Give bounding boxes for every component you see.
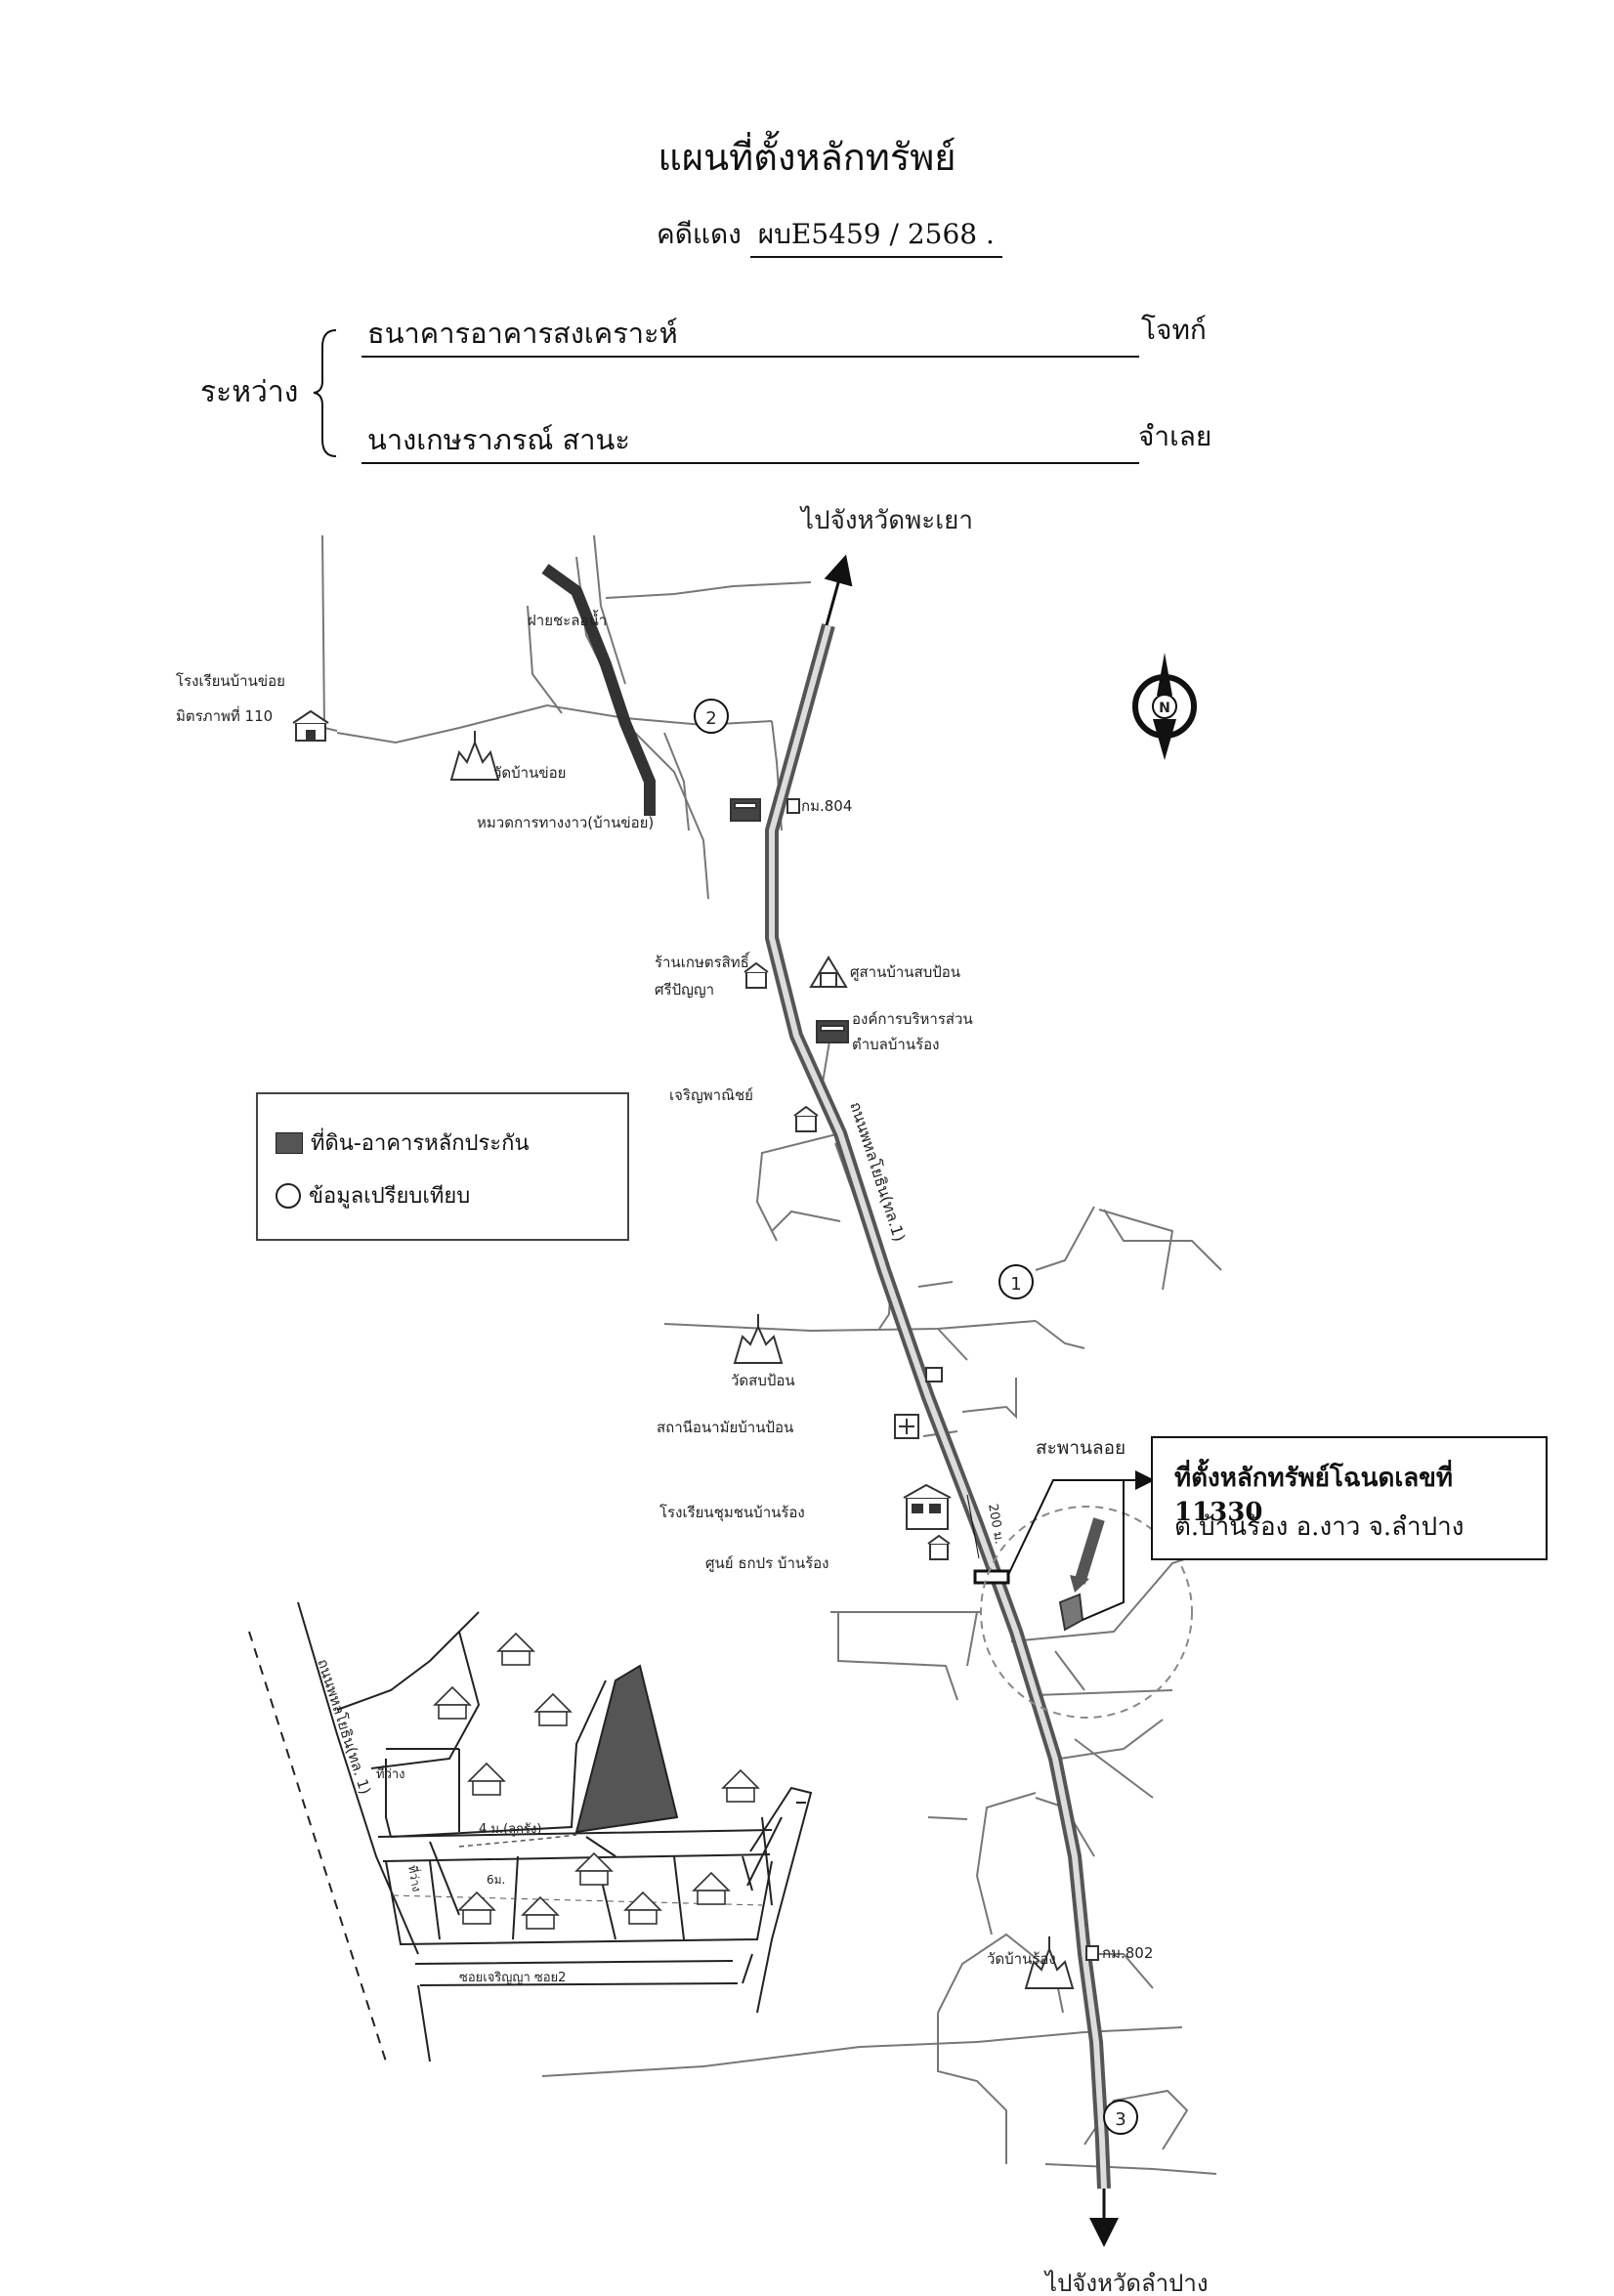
location-callout: ที่ตั้งหลักทรัพย์โฉนดเลขที่ 11330 ต.บ้าน… bbox=[1151, 1436, 1548, 1560]
between-label: ระหว่าง bbox=[200, 375, 299, 409]
case-label: คดีแดง bbox=[657, 218, 742, 250]
shop-2-label: ศรีปัญญา bbox=[655, 981, 714, 999]
km-post-2-icon bbox=[1085, 1945, 1099, 1961]
shop-1-label: ร้านเกษตรสิทธิ์ bbox=[655, 952, 751, 971]
inset-vacant-label-2: ที่ว่าง bbox=[405, 1864, 425, 1893]
house-icon bbox=[623, 1891, 662, 1925]
km-802-label: กม.802 bbox=[1102, 1944, 1153, 1962]
km-804-label: กม.804 bbox=[801, 797, 852, 815]
distance-label: 200 ม. bbox=[985, 1503, 1006, 1546]
highway-unit-label: หมวดการทางงาว(บ้านข่อย) bbox=[477, 814, 654, 831]
inset-vacant-label: ที่ว่าง bbox=[376, 1765, 405, 1782]
compass-icon: N bbox=[1132, 653, 1197, 760]
house-icon bbox=[496, 1632, 535, 1666]
shop-2-icon bbox=[793, 1105, 819, 1132]
subject-pointer bbox=[1074, 1517, 1105, 1585]
case-number-value: ผบE5459 / 2568 . bbox=[749, 213, 1002, 258]
distance-line bbox=[966, 1494, 980, 1559]
house-icon bbox=[457, 1891, 496, 1925]
main-highway bbox=[765, 623, 1111, 2190]
house-icon bbox=[721, 1768, 760, 1803]
inset-soi-label: ซอยเจริญญา ซอย2 bbox=[459, 1971, 566, 1985]
small-building-icon bbox=[925, 1367, 943, 1382]
shrine-label: ศูสานบ้านสบป้อน bbox=[850, 963, 960, 981]
coop-label: ศูนย์ ธกปร บ้านร้อง bbox=[705, 1554, 829, 1572]
location-line-2: ต.บ้านร้อง อ.งาว จ.ลำปาง bbox=[1174, 1512, 1465, 1542]
house-icon bbox=[692, 1871, 731, 1905]
bridge-icon bbox=[973, 1569, 1010, 1585]
page-title: แผนที่ตั้งหลักทรัพย์ bbox=[658, 136, 956, 179]
coop-icon bbox=[927, 1534, 951, 1560]
north-direction-label: ไปจังหวัดพะเยา bbox=[799, 505, 973, 535]
office-icon bbox=[730, 798, 761, 822]
subject-area-circle bbox=[980, 1506, 1193, 1719]
legend-comparable: ข้อมูลเปรียบเทียบ bbox=[276, 1178, 470, 1212]
temple-icon bbox=[449, 731, 500, 781]
house-icon bbox=[533, 1692, 573, 1726]
temple-3-icon bbox=[1024, 1936, 1075, 1989]
inset-road-6m-label: 6ม. bbox=[487, 1873, 505, 1887]
temple-2-icon bbox=[733, 1314, 784, 1364]
comparable-3-label: 3 bbox=[1115, 2109, 1126, 2130]
comparable-circle-icon bbox=[276, 1182, 301, 1209]
km-post-icon bbox=[786, 798, 800, 814]
stream bbox=[541, 564, 656, 816]
minor-roads bbox=[321, 534, 1222, 2175]
inset-map: ถนนพหลโยธิน(ทล. 1) 4 ม.(ลูกรัง) ซอยเจริญ… bbox=[248, 1601, 813, 2062]
inset-highway-label: ถนนพหลโยธิน(ทล. 1) bbox=[314, 1657, 374, 1797]
school-ban-rong-label: โรงเรียนชุมชนบ้านร้อง bbox=[659, 1504, 805, 1522]
school-ban-khoi-label: โรงเรียนบ้านข่อย bbox=[176, 672, 285, 690]
house-icon bbox=[467, 1762, 506, 1796]
school-ban-khoi-label-2: มิตรภาพที่ 110 bbox=[176, 705, 273, 725]
legend-collateral: ที่ดิน-อาคารหลักประกัน bbox=[276, 1126, 529, 1160]
comparable-2-marker bbox=[694, 699, 729, 734]
location-line-1: ที่ตั้งหลักทรัพย์โฉนดเลขที่ 11330 bbox=[1174, 1464, 1454, 1527]
comparable-1-marker bbox=[998, 1264, 1034, 1299]
house-icon bbox=[574, 1851, 614, 1886]
sao-label-2: ตำบลบ้านร้อง bbox=[852, 1036, 939, 1053]
south-direction-label: ไปจังหวัดลำปาง bbox=[1043, 2270, 1209, 2296]
wat-ban-rong-label: วัดบ้านร้อง bbox=[987, 1950, 1056, 1968]
comparable-2-label: 2 bbox=[705, 708, 716, 729]
wat-sop-pon-label: วัดสบป้อน bbox=[731, 1372, 795, 1389]
wat-ban-khoi-label: วัดบ้านข่อย bbox=[493, 764, 566, 782]
school-2-icon bbox=[903, 1483, 952, 1530]
legend-collateral-label: ที่ดิน-อาคารหลักประกัน bbox=[311, 1131, 530, 1156]
shop-icon bbox=[743, 961, 769, 989]
health-station-label: สถานีอนามัยบ้านป้อน bbox=[657, 1419, 793, 1436]
house-icon bbox=[521, 1895, 560, 1930]
sao-label-1: องค์การบริหารส่วน bbox=[852, 1010, 973, 1028]
defendant-role: จำเลย bbox=[1138, 420, 1212, 452]
comparable-1-label: 1 bbox=[1010, 1274, 1021, 1295]
legend: ที่ดิน-อาคารหลักประกัน ข้อมูลเปรียบเทียบ bbox=[256, 1092, 629, 1241]
school-icon bbox=[292, 709, 329, 742]
weir-label: ฝายชะลอน้ำ bbox=[528, 610, 607, 629]
shrine-icon bbox=[809, 956, 848, 988]
defendant-name: นางเกษราภรณ์ สานะ bbox=[361, 417, 1139, 464]
legend-comparable-label: ข้อมูลเปรียบเทียบ bbox=[309, 1184, 471, 1209]
house-icon bbox=[433, 1685, 472, 1720]
bridge-label: สะพานลอย bbox=[1036, 1437, 1126, 1459]
brace-icon bbox=[313, 329, 337, 457]
inset-subject-parcel bbox=[574, 1664, 679, 1834]
collateral-swatch-icon bbox=[276, 1131, 303, 1154]
plaintiff-name: ธนาคารอาคารสงเคราะห์ bbox=[361, 311, 1139, 358]
health-icon bbox=[894, 1414, 919, 1439]
north-arrow bbox=[824, 554, 853, 626]
sao-icon bbox=[816, 1020, 849, 1043]
compass-letter: N bbox=[1159, 701, 1170, 716]
plaintiff-role: โจทก์ bbox=[1141, 314, 1207, 346]
case-number: คดีแดง ผบE5459 / 2568 . bbox=[657, 213, 1002, 258]
inset-road-label: 4 ม.(ลูกรัง) bbox=[479, 1822, 541, 1837]
subject-parcel bbox=[1058, 1593, 1084, 1632]
comparable-3-marker bbox=[1103, 2100, 1138, 2135]
charoen-label: เจริญพาณิชย์ bbox=[669, 1086, 753, 1104]
